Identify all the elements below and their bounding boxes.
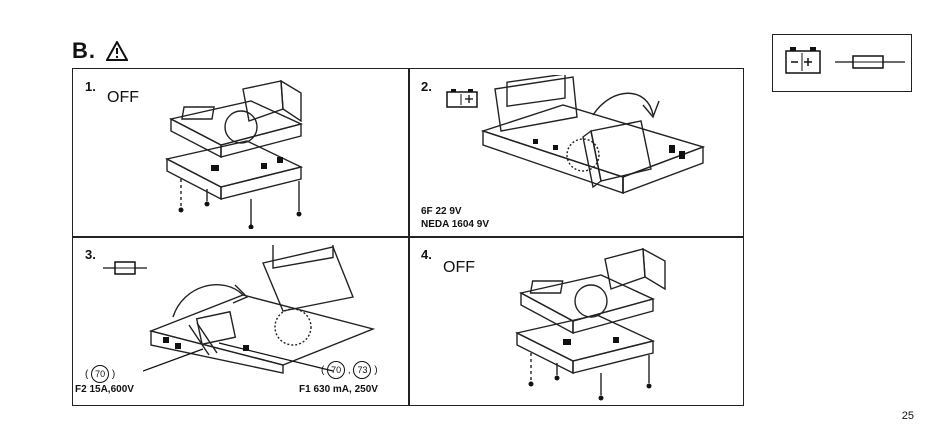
instruction-grid: 1. OFF <box>72 68 744 406</box>
grid-divider-horizontal <box>73 236 743 238</box>
off-label: OFF <box>443 259 475 277</box>
legend-box <box>772 34 912 92</box>
battery-type: 6F 22 9V <box>421 205 462 218</box>
section-title: B. <box>72 38 96 64</box>
step-number: 4. <box>421 247 432 262</box>
fuse-f2-label: F2 15A,600V <box>75 383 134 396</box>
step-number: 2. <box>421 79 432 94</box>
step-number: 3. <box>85 247 96 262</box>
fuse-icon <box>103 259 147 277</box>
battery-type: NEDA 1604 9V <box>421 218 489 231</box>
fuse-replacement-illustration <box>143 245 383 375</box>
off-label: OFF <box>107 89 139 107</box>
model-tag: ( 70 , 73 ) <box>321 361 378 379</box>
model-tag: ( 70 ) <box>85 365 115 383</box>
step-number: 1. <box>85 79 96 94</box>
battery-replacement-illustration <box>473 75 713 209</box>
fuse-f1-label: F1 630 mA, 250V <box>299 383 378 396</box>
warning-triangle-icon <box>106 41 128 61</box>
fuse-icon <box>835 51 905 73</box>
battery-icon <box>783 45 823 77</box>
page-number: 25 <box>902 410 914 422</box>
meter-back-reinstall-illustration <box>503 245 673 403</box>
meter-back-removal-illustration <box>151 79 321 229</box>
